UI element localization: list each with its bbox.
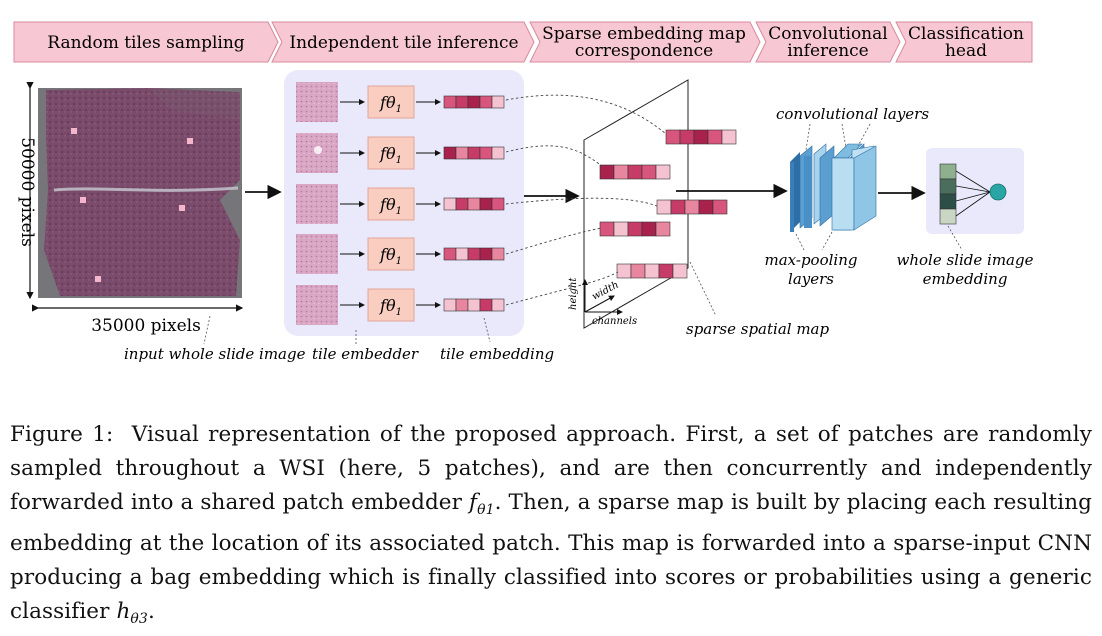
caption-text-3: . xyxy=(147,599,155,624)
f-symbol: f xyxy=(469,490,478,515)
caption-text-2: . Then, a sparse map is built by placing… xyxy=(10,490,1092,624)
stage-label: Independent tile inference xyxy=(289,33,518,53)
tile-row: fθ1 xyxy=(296,285,505,325)
stage-sparse-map xyxy=(529,21,761,63)
figure-caption: Figure 1: Visual representation of the p… xyxy=(10,418,1092,636)
embedding-vector xyxy=(443,197,505,211)
wsi-width-label: 35000 pixels xyxy=(91,316,201,336)
h-subscript: θ3 xyxy=(130,611,148,627)
caption-text-1: Visual representation of the proposed ap… xyxy=(10,422,1093,515)
tile-embedder xyxy=(367,288,415,322)
embedding-vector xyxy=(443,247,505,261)
stage-label: Convolutional xyxy=(768,24,887,44)
tile-embedder xyxy=(367,187,415,221)
stage-label: Classification xyxy=(908,24,1024,44)
cnn-layers xyxy=(790,143,877,232)
stage-label: Sparse embedding map xyxy=(542,24,746,44)
embedding-vector xyxy=(443,95,505,109)
method-diagram: Random tiles sampling Independent tile i… xyxy=(13,21,1034,363)
axis-channels-label: channels xyxy=(592,316,637,327)
tile-embedder-label: tile embedder xyxy=(312,345,419,363)
sparse-map-label: sparse spatial map xyxy=(686,320,829,338)
placed-embedding xyxy=(599,221,671,237)
stage-random-tiles xyxy=(13,21,279,63)
stage-classification-head xyxy=(895,21,1033,63)
h-symbol: h xyxy=(116,599,131,624)
output-node xyxy=(989,183,1007,201)
whole-slide-image xyxy=(38,88,242,298)
pool-layers-label-1: max-pooling xyxy=(765,251,858,269)
stage-label: correspondence xyxy=(575,41,713,61)
stage-tile-inference xyxy=(271,21,535,63)
axis-height-label: height xyxy=(568,277,579,310)
wsi-embedding-vector xyxy=(939,163,957,225)
placed-embedding xyxy=(665,129,737,145)
embedding-vector xyxy=(443,146,505,160)
wsi-embedding-label-2: embedding xyxy=(923,270,1008,288)
wsi-height-label: 50000 pixels xyxy=(17,137,37,247)
stage-label: Random tiles sampling xyxy=(47,33,244,53)
stage-label: inference xyxy=(787,41,868,61)
placed-embedding xyxy=(656,199,728,215)
classifier-connections xyxy=(955,170,991,217)
tile-row: fθ1 xyxy=(296,184,505,224)
input-wsi-label: input whole slide image xyxy=(124,345,306,363)
pool-layers-label-2: layers xyxy=(788,270,834,288)
tile-row: fθ1 xyxy=(296,82,505,122)
tile-row: fθ1 xyxy=(296,133,505,173)
stage-label: head xyxy=(945,41,987,61)
tile-rows: fθ1 fθ1 xyxy=(296,82,505,325)
f-subscript: θ1 xyxy=(477,502,495,518)
tile-embedder xyxy=(367,85,415,119)
conv-layers-label: convolutional layers xyxy=(776,105,929,123)
tile-embedding-label: tile embedding xyxy=(440,345,554,363)
tile-embedder xyxy=(367,237,415,271)
wsi-embedding-label-1: whole slide image xyxy=(897,251,1034,269)
stage-conv-inference xyxy=(755,21,901,63)
embedding-vector xyxy=(443,298,505,312)
placed-embedding xyxy=(616,263,688,279)
tile-row: fθ1 xyxy=(296,234,505,274)
tile-embedder xyxy=(367,136,415,170)
sparse-embeddings xyxy=(599,129,737,279)
placed-embedding xyxy=(599,164,671,180)
pipeline-banner: Random tiles sampling Independent tile i… xyxy=(13,21,1033,63)
mapping-curves xyxy=(505,94,667,306)
caption-label: Figure 1: xyxy=(10,422,114,447)
